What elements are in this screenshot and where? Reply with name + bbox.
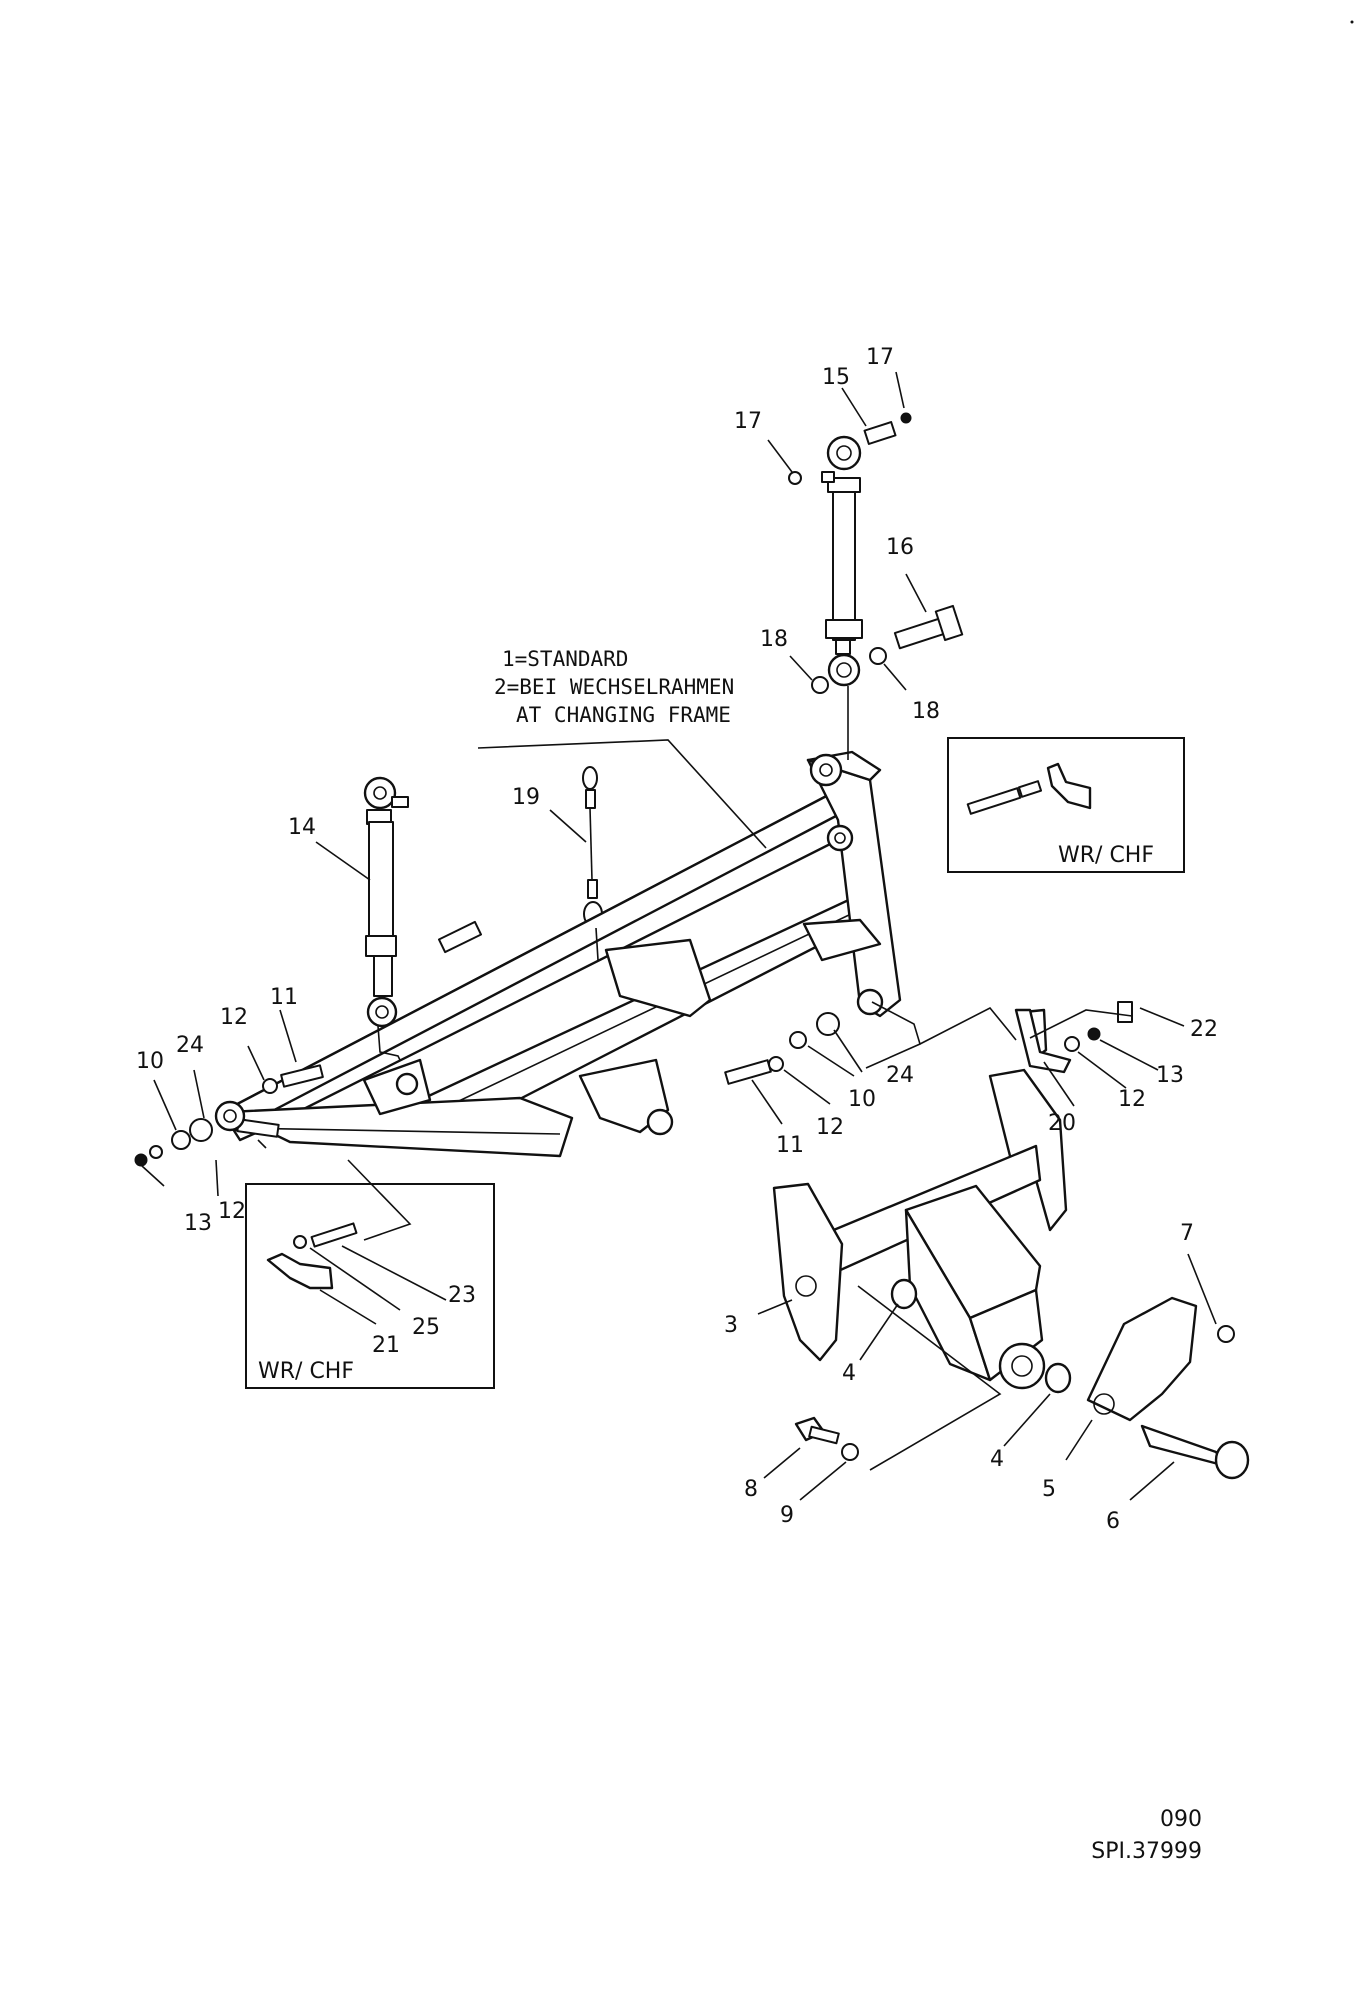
callout-25: 25 (412, 1315, 440, 1340)
callout-15: 15 (822, 365, 850, 390)
nut-17-left (788, 471, 802, 485)
callout-23: 23 (448, 1283, 476, 1308)
callout-4-left: 4 (842, 1361, 856, 1386)
callout-7: 7 (1180, 1221, 1194, 1246)
left-hydraulic-cylinder (363, 776, 409, 1028)
callout-4-right: 4 (990, 1447, 1004, 1472)
corner-dot (1350, 20, 1354, 24)
callout-numbers: 15 17 17 16 18 18 19 14 11 12 24 10 13 1… (136, 345, 1218, 1534)
callout-9: 9 (780, 1503, 794, 1528)
variant-note: 1=STANDARD 2=BEI WECHSELRAHMEN AT CHANGI… (494, 647, 734, 727)
callout-6: 6 (1106, 1509, 1120, 1534)
washer-18 (811, 647, 887, 694)
inset-right-label: WR/ CHF (1058, 843, 1154, 868)
callout-12-left-bottom: 12 (218, 1199, 246, 1224)
callout-10-right: 10 (848, 1087, 876, 1112)
drawing-footer: 090 SPI.37999 (1091, 1807, 1202, 1864)
note-line-1: 1=STANDARD (502, 647, 628, 671)
callout-17-left: 17 (734, 409, 762, 434)
callout-12-right-a: 12 (1118, 1087, 1146, 1112)
note-line-2: 2=BEI WECHSELRAHMEN (494, 675, 734, 699)
page-code: 090 (1160, 1807, 1202, 1832)
safety-cable-19 (582, 766, 603, 927)
top-hydraulic-cylinder (821, 435, 863, 687)
callout-10-left: 10 (136, 1049, 164, 1074)
drawing-id: SPI.37999 (1091, 1839, 1202, 1864)
callout-24-right: 24 (886, 1063, 914, 1088)
callout-18-right: 18 (912, 699, 940, 724)
callout-3: 3 (724, 1313, 738, 1338)
callout-11-right: 11 (776, 1133, 804, 1158)
callout-13-right: 13 (1156, 1063, 1184, 1088)
callout-17-top: 17 (866, 345, 894, 370)
callout-11-left: 11 (270, 985, 298, 1010)
callout-12-left-top: 12 (220, 1005, 248, 1030)
callout-13-left: 13 (184, 1211, 212, 1236)
callout-20: 20 (1048, 1111, 1076, 1136)
callout-24-left: 24 (176, 1033, 204, 1058)
right-bolt-stack (724, 1001, 1133, 1085)
pin-15 (863, 421, 897, 445)
callout-12-right-b: 12 (816, 1115, 844, 1140)
callout-16: 16 (886, 535, 914, 560)
callout-21: 21 (372, 1333, 400, 1358)
callout-14: 14 (288, 815, 316, 840)
assembly-guide-lines (257, 686, 1133, 1471)
callout-22: 22 (1190, 1017, 1218, 1042)
callout-8: 8 (744, 1477, 758, 1502)
callout-5: 5 (1042, 1477, 1056, 1502)
callout-19: 19 (512, 785, 540, 810)
pin-16 (893, 604, 964, 650)
inset-box-left: WR/ CHF (245, 1183, 495, 1389)
inset-box-right: WR/ CHF (947, 737, 1185, 873)
rear-mount-assembly (772, 1008, 1250, 1480)
note-line-3: AT CHANGING FRAME (516, 703, 731, 727)
nut-17-right (900, 412, 912, 424)
callout-18-left: 18 (760, 627, 788, 652)
left-bolt-stack (134, 1064, 324, 1167)
main-frame-assembly (214, 750, 902, 1158)
inset-left-label: WR/ CHF (258, 1359, 354, 1384)
callout-leaders (141, 371, 1217, 1501)
